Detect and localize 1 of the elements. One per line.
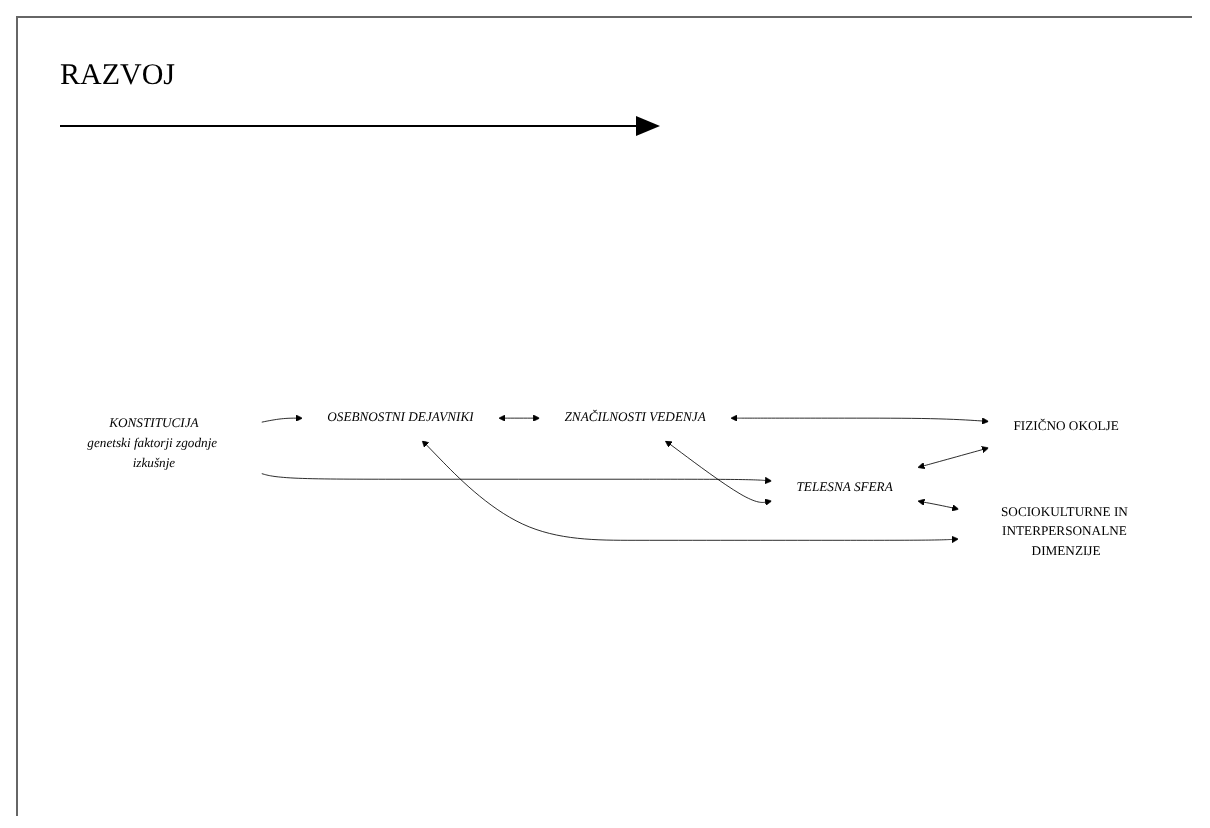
direction-label: RAZVOJ bbox=[60, 60, 178, 94]
